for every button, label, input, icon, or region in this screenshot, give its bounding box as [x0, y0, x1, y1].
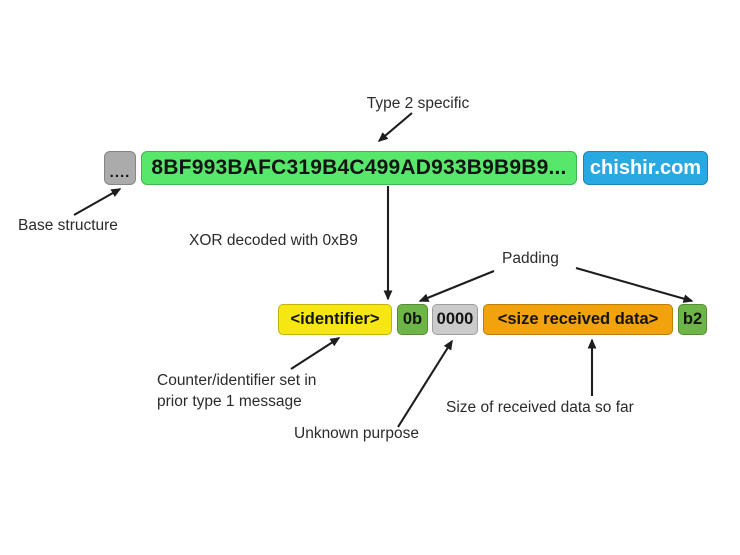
label-xor-decoded: XOR decoded with 0xB9 — [189, 232, 358, 249]
type2-payload-box: 8BF993BAFC319B4C499AD933B9B9B9... — [141, 151, 577, 185]
padding-0b-box: 0b — [397, 304, 428, 335]
label-base-structure: Base structure — [18, 217, 118, 234]
arrow-type2-specific — [377, 112, 413, 142]
label-counter-identifier: Counter/identifier set in prior type 1 m… — [157, 370, 316, 412]
label-counter-line2: prior type 1 message — [157, 393, 302, 410]
unknown-0000-box: 0000 — [432, 304, 478, 335]
label-counter-line1: Counter/identifier set in — [157, 372, 317, 389]
size-received-data-box: <size received data> — [483, 304, 673, 335]
identifier-box: <identifier> — [278, 304, 392, 335]
domain-box: chishir.com — [583, 151, 708, 185]
label-unknown-purpose: Unknown purpose — [294, 425, 419, 442]
arrow-padding-right — [575, 266, 694, 303]
label-size-received: Size of received data so far — [446, 399, 634, 416]
padding-b2-box: b2 — [678, 304, 707, 335]
base-structure-box: .... — [104, 151, 136, 185]
arrow-counter-identifier — [290, 337, 341, 370]
label-type2-specific: Type 2 specific — [366, 95, 470, 112]
label-padding: Padding — [502, 250, 559, 267]
arrow-padding-left — [418, 270, 495, 302]
arrow-unknown-purpose — [397, 339, 453, 428]
arrow-base-structure — [73, 188, 122, 216]
